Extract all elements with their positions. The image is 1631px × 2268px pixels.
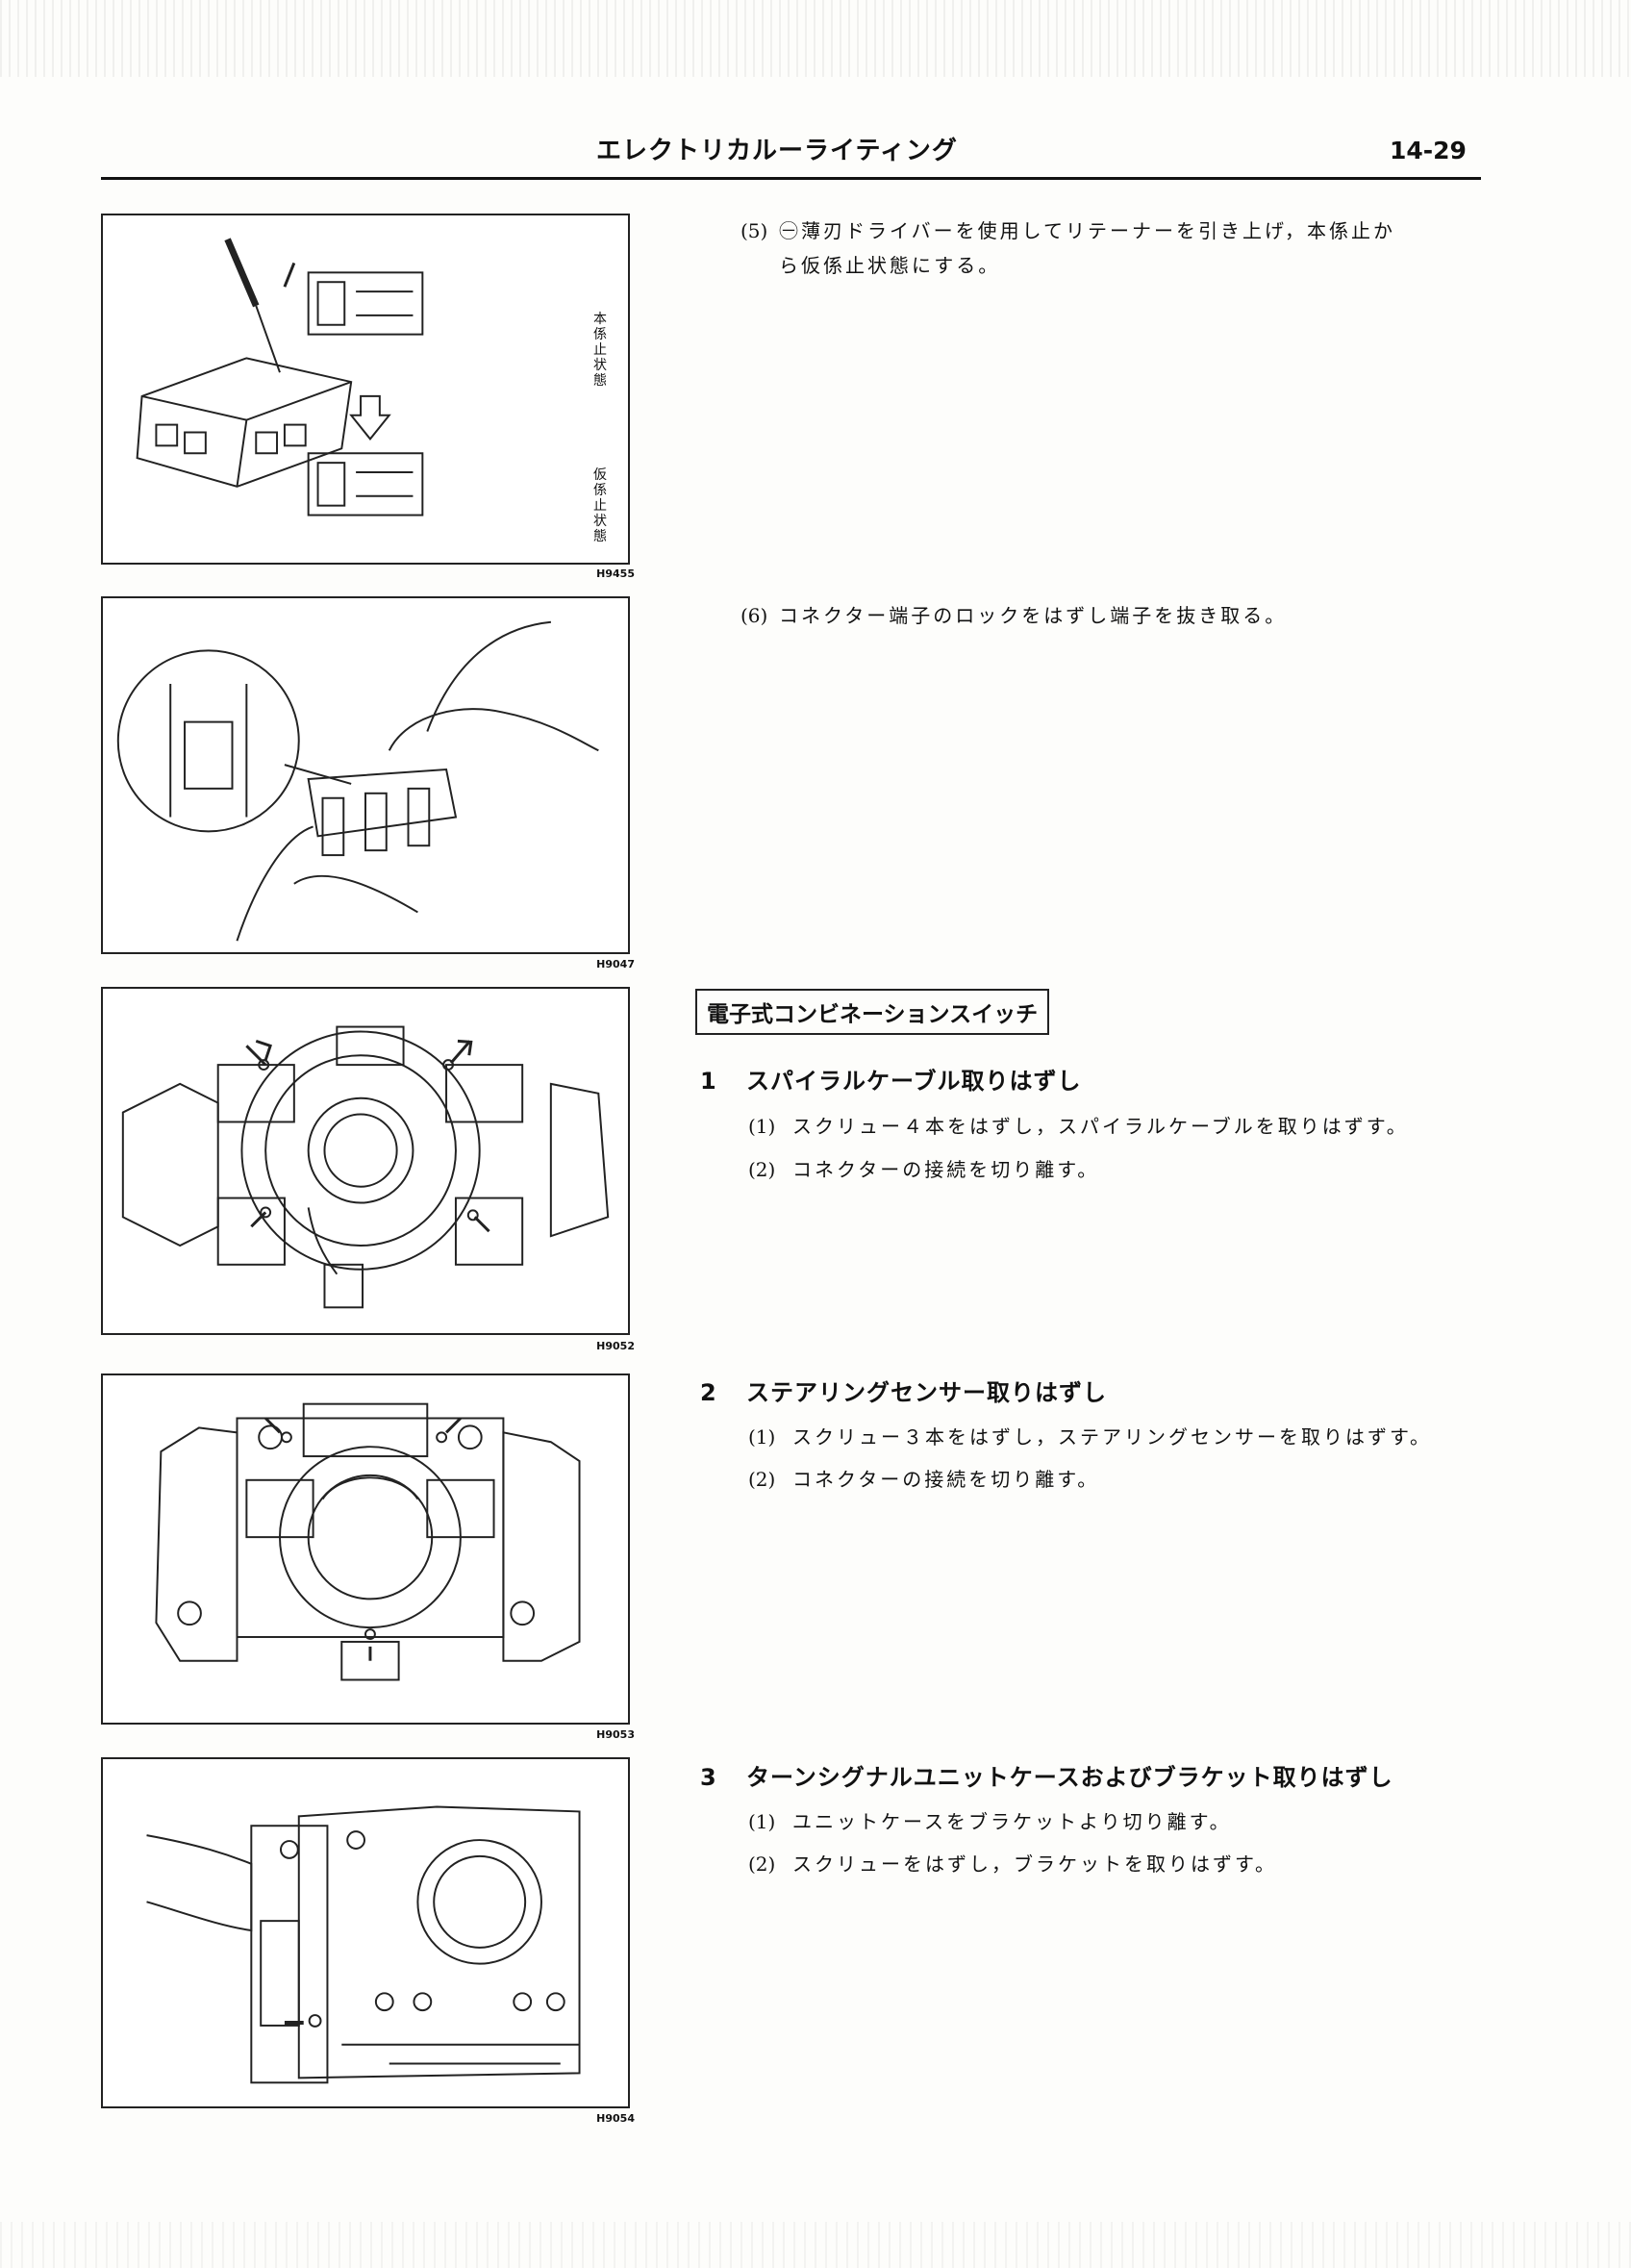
label-full-lock: 本係止状態 xyxy=(593,312,607,389)
item-number: (1) xyxy=(748,1810,776,1833)
terminal-removal-illustration xyxy=(116,620,599,942)
connector-retainer-illustration xyxy=(136,238,424,517)
step-2-item-2: (2) コネクターの接続を切り離す。 xyxy=(748,1464,1099,1492)
step-3-item-1: (1) ユニットケースをブラケットより切り離す。 xyxy=(748,1806,1232,1834)
figure-spiral-cable xyxy=(101,987,630,1335)
item-text: コネクターの接続を切り離す。 xyxy=(792,1158,1100,1181)
item-text: コネクターの接続を切り離す。 xyxy=(792,1468,1100,1491)
figure-id: H9053 xyxy=(596,1728,635,1741)
header-rule xyxy=(101,177,1481,180)
step-1-item-2: (2) コネクターの接続を切り離す。 xyxy=(748,1154,1099,1182)
step-2-item-1: (1) スクリュー３本をはずし，ステアリングセンサーを取りはずす。 xyxy=(748,1422,1432,1449)
step-title: スパイラルケーブル取りはずし xyxy=(746,1068,1082,1095)
item-text: スクリュー３本をはずし，ステアリングセンサーを取りはずす。 xyxy=(792,1425,1432,1449)
paragraph-line: コネクター端子のロックをはずし端子を抜き取る。 xyxy=(779,604,1288,627)
figure-turn-signal-case xyxy=(101,1757,630,2108)
turn-signal-case-illustration xyxy=(146,1805,581,2084)
figure-id: H9047 xyxy=(596,958,635,970)
figure-id: H9455 xyxy=(596,567,635,580)
step-number: 3 xyxy=(700,1764,717,1791)
section-title: 電子式コンビネーションスイッチ xyxy=(695,989,1050,1035)
item-text: ユニットケースをブラケットより切り離す。 xyxy=(792,1810,1232,1833)
spiral-cable-illustration xyxy=(121,1025,610,1309)
item-text: スクリュー４本をはずし，スパイラルケーブルを取りはずす。 xyxy=(792,1115,1409,1138)
step-number: 1 xyxy=(700,1068,717,1095)
step-3-heading: 3 ターンシグナルユニットケースおよびブラケット取りはずし xyxy=(700,1758,1393,1792)
item-number: (2) xyxy=(748,1158,776,1181)
page-title: エレクトリカルーライティング xyxy=(596,137,958,165)
step-number: 2 xyxy=(700,1379,717,1406)
figure-steering-sensor xyxy=(101,1373,630,1725)
scan-noise-top xyxy=(0,0,1631,77)
figure-connector-retainer: 本係止状態 仮係止状態 xyxy=(101,214,630,565)
paragraph-line: ら仮係止状態にする。 xyxy=(779,254,1001,277)
step-title: ターンシグナルユニットケースおよびブラケット取りはずし xyxy=(746,1764,1393,1791)
figure-terminal-removal xyxy=(101,596,630,954)
figure-id: H9054 xyxy=(596,2112,635,2125)
item-number: (2) xyxy=(748,1852,776,1876)
item-number: (1) xyxy=(748,1425,776,1449)
paragraph-6: (6) コネクター端子のロックをはずし端子を抜き取る。 xyxy=(740,598,1287,633)
paragraph-5: (5) ㊀薄刃ドライバーを使用してリテーナーを引き上げ，本係止か ら仮係止状態にす… xyxy=(740,214,1395,283)
steering-sensor-illustration xyxy=(155,1402,581,1681)
page-number: 14-29 xyxy=(1390,137,1467,164)
item-text: スクリューをはずし，ブラケットを取りはずす。 xyxy=(792,1852,1277,1876)
paragraph-number: (5) xyxy=(740,219,768,242)
scan-noise-bottom xyxy=(0,2222,1631,2268)
figure-id: H9052 xyxy=(596,1340,635,1352)
paragraph-number: (6) xyxy=(740,604,768,627)
step-1-item-1: (1) スクリュー４本をはずし，スパイラルケーブルを取りはずす。 xyxy=(748,1111,1409,1139)
step-title: ステアリングセンサー取りはずし xyxy=(746,1379,1107,1406)
paragraph-line: ㊀薄刃ドライバーを使用してリテーナーを引き上げ，本係止か xyxy=(779,219,1395,242)
step-1-heading: 1 スパイラルケーブル取りはずし xyxy=(700,1062,1082,1096)
item-number: (2) xyxy=(748,1468,776,1491)
step-2-heading: 2 ステアリングセンサー取りはずし xyxy=(700,1373,1107,1407)
step-3-item-2: (2) スクリューをはずし，ブラケットを取りはずす。 xyxy=(748,1849,1277,1877)
label-temporary-lock: 仮係止状態 xyxy=(593,467,607,544)
item-number: (1) xyxy=(748,1115,776,1138)
